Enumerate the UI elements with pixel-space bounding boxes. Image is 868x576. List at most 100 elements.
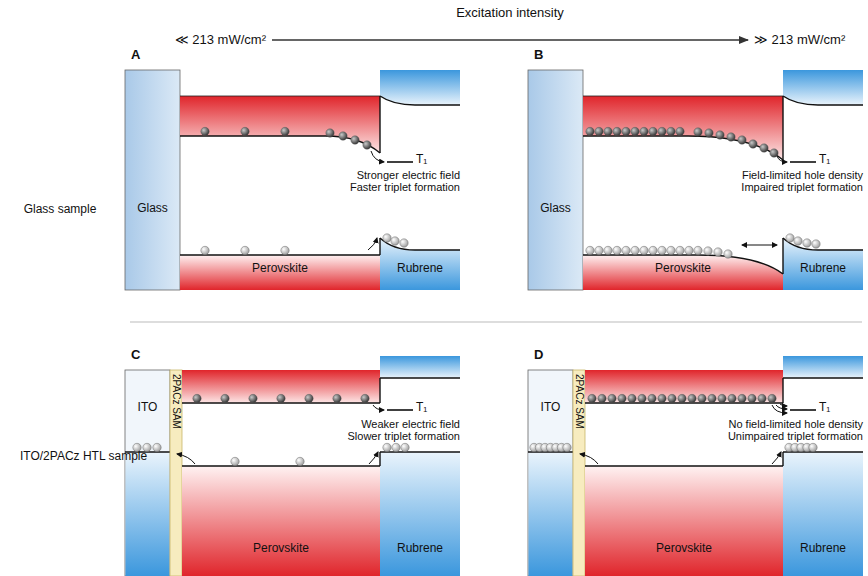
- transfer-arrow: [772, 452, 781, 464]
- figure-label: T₁: [416, 401, 446, 414]
- ito-electrode: [125, 370, 170, 576]
- transfer-arrow: [772, 405, 787, 413]
- transfer-arrow: [177, 454, 195, 464]
- electron-dot: [631, 127, 639, 135]
- interface-line: [782, 452, 783, 466]
- glass-panel: [528, 70, 863, 290]
- layer-region: Rubrene: [783, 70, 863, 290]
- figure-label: Glass sample: [5, 203, 115, 216]
- perovskite-cb: [180, 96, 380, 153]
- layer-region: Rubrene: [380, 356, 460, 576]
- electron-dot: [598, 394, 606, 402]
- layer-name: Glass: [528, 201, 583, 215]
- vb-edge: [182, 465, 380, 466]
- electron-dot: [608, 394, 616, 402]
- substrate-box: Glass: [125, 70, 180, 290]
- figure-label: ITO/2PACz HTL sample: [20, 450, 100, 463]
- panel-letter: C: [131, 348, 151, 362]
- transfer-arrow: [776, 405, 787, 409]
- layer-name: Rubrene: [783, 541, 863, 555]
- electron-dot: [201, 127, 209, 135]
- electron-dot: [221, 394, 229, 402]
- hole-dot: [201, 246, 209, 254]
- layer-name: Glass: [125, 201, 180, 215]
- hole-dot: [241, 246, 249, 254]
- layer-name: Rubrene: [380, 541, 460, 555]
- ito-filled-states: [126, 452, 170, 576]
- hole-dot: [231, 457, 239, 465]
- electron-dot: [326, 129, 334, 137]
- transfer-arrow: [580, 454, 598, 464]
- sam-layer: [573, 370, 585, 576]
- ito-filled-states: [529, 452, 573, 576]
- sam-strip: 2PACz SAM: [573, 370, 585, 576]
- electron-dot: [339, 132, 347, 140]
- interface-line: [782, 96, 783, 160]
- band-top: [180, 96, 380, 97]
- hole-dot: [281, 246, 289, 254]
- electron-dot: [727, 133, 735, 141]
- hole-dot: [667, 246, 675, 254]
- electron-dot: [716, 131, 724, 139]
- hole-dot: [676, 246, 684, 254]
- electron-dot: [698, 394, 706, 402]
- electron-dot: [768, 394, 776, 402]
- hole-dot: [143, 443, 151, 451]
- cb-edge: [180, 136, 380, 153]
- electron-dot: [668, 394, 676, 402]
- electron-dot: [595, 127, 603, 135]
- electron-dot: [667, 127, 675, 135]
- electron-dot: [708, 394, 716, 402]
- hole-dot: [794, 237, 802, 245]
- hole-dot: [595, 246, 603, 254]
- electron-dot: [241, 127, 249, 135]
- electron-dot: [588, 394, 596, 402]
- layer-name: Rubrene: [783, 261, 863, 275]
- layer-name-vertical: 2PACz SAM: [170, 374, 182, 429]
- electron-dot: [678, 394, 686, 402]
- annotation-text: No field-limited hole density Unimpaired…: [713, 418, 863, 442]
- rubrene-lumo: [783, 356, 863, 378]
- electron-dot: [688, 394, 696, 402]
- perovskite-cb: [585, 370, 783, 403]
- annotation-text: Field-limited hole density Impaired trip…: [723, 169, 863, 193]
- lumo-edge: [380, 96, 460, 105]
- ito-electrode: [528, 370, 573, 576]
- hole-dot: [563, 443, 571, 451]
- perovskite-cb: [583, 96, 783, 160]
- hole-dot: [724, 250, 732, 258]
- electron-dot: [622, 127, 630, 135]
- sam-layer: [170, 370, 182, 576]
- electron-dot: [193, 394, 201, 402]
- hole-dot: [622, 246, 630, 254]
- perovskite-vb: [585, 466, 783, 576]
- layer-region: Perovskite: [182, 370, 380, 576]
- hole-dot: [704, 247, 712, 255]
- hole-dot: [383, 234, 391, 242]
- electron-dot: [658, 127, 666, 135]
- electron-dot: [586, 127, 594, 135]
- band-top: [583, 96, 783, 97]
- rubrene-homo: [783, 238, 863, 290]
- figure-label: T₁: [819, 153, 849, 166]
- layer-name: Perovskite: [180, 261, 380, 275]
- cb-edge: [583, 136, 783, 160]
- perovskite-vb: [583, 255, 783, 290]
- electron-dot: [305, 394, 313, 402]
- panel-letter: B: [534, 48, 554, 62]
- hole-dot: [803, 239, 811, 247]
- transfer-arrow: [368, 238, 377, 250]
- electron-dot: [748, 394, 756, 402]
- hole-dot: [133, 443, 141, 451]
- hole-dot: [400, 239, 408, 247]
- rubrene-homo: [380, 452, 460, 576]
- figure-label: T₁: [416, 153, 446, 166]
- figure-label: ≪ 213 mW/cm²: [150, 33, 266, 47]
- electron-dot: [728, 394, 736, 402]
- intensity-arrow: [272, 39, 748, 40]
- vb-edge: [583, 255, 783, 274]
- lumo-edge: [380, 377, 460, 378]
